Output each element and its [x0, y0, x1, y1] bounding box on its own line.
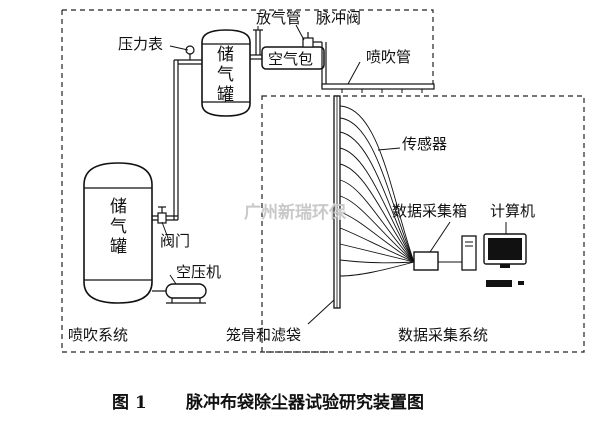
large-tank-char-1: 储	[110, 197, 127, 217]
tank-to-airbag-pipe	[250, 54, 262, 60]
small-tank-char-2: 气	[217, 65, 234, 85]
sensor-label: 传感器	[402, 135, 447, 153]
daq-system-boundary	[261, 95, 585, 353]
figure-title: 脉冲布袋除尘器试验研究装置图	[185, 392, 424, 413]
daq-system-label: 数据采集系统	[398, 326, 488, 344]
small-tank-char-1: 储	[217, 45, 234, 65]
vent-pipe-label: 放气管	[256, 9, 301, 27]
daq-box	[413, 251, 439, 271]
pressure-gauge-icon	[185, 45, 195, 60]
sensor-wires	[339, 105, 415, 277]
small-storage-tank: 储 气 罐	[201, 29, 251, 117]
connecting-pipe	[152, 59, 202, 221]
computer-label: 计算机	[490, 202, 535, 220]
air-bag-label: 空气包	[268, 50, 313, 68]
pulse-valve-label: 脉冲阀	[316, 9, 361, 27]
daq-box-label: 数据采集箱	[392, 202, 467, 220]
pulse-valve-icon	[302, 32, 327, 88]
blow-system-label: 喷吹系统	[68, 326, 128, 344]
computer-icon	[461, 233, 527, 287]
large-storage-tank: 储 气 罐	[83, 162, 153, 304]
figure-number: 图 1	[112, 393, 147, 413]
cage-and-filter-bag	[333, 95, 341, 309]
blow-pipe-label: 喷吹管	[366, 48, 411, 66]
blow-system-boundary	[61, 9, 434, 353]
valve-icon	[157, 206, 167, 224]
blow-pipe	[321, 83, 435, 93]
compressor-label: 空压机	[176, 263, 221, 281]
large-tank-char-3: 罐	[110, 237, 127, 257]
large-tank-char-2: 气	[110, 217, 127, 237]
pressure-gauge-label: 压力表	[118, 35, 163, 53]
watermark: 广州新瑞环保	[244, 202, 347, 223]
air-bag: 空气包	[261, 46, 325, 70]
cage-bag-label: 笼骨和滤袋	[226, 326, 301, 344]
valve-label: 阀门	[160, 232, 190, 250]
small-tank-char-3: 罐	[217, 85, 234, 105]
leader-lines	[161, 24, 507, 325]
air-compressor	[152, 283, 207, 304]
